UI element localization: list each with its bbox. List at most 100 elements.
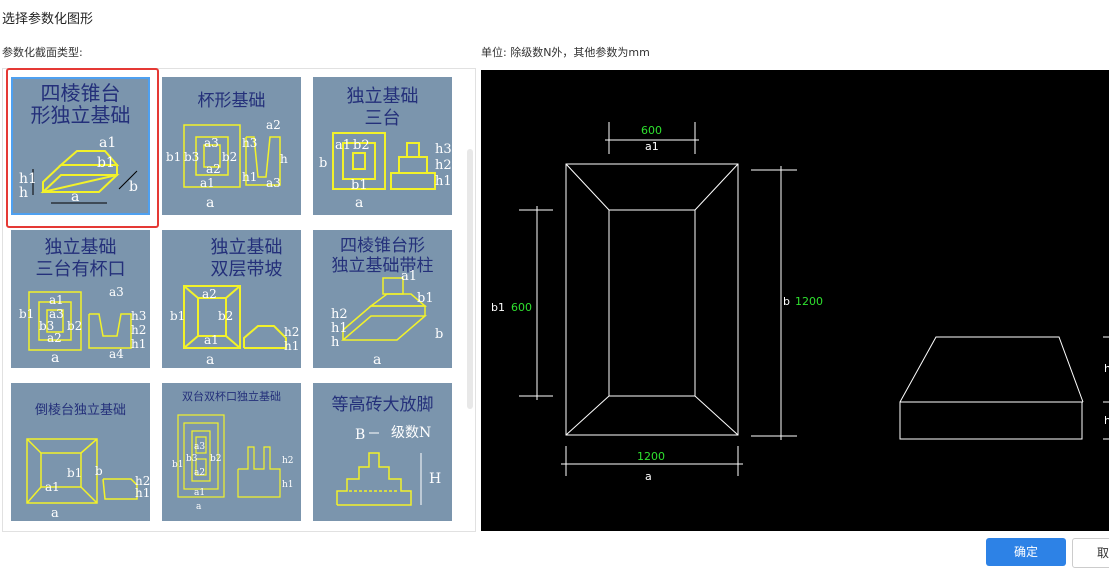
tile-inverted-frustum-foundation[interactable]: 倒棱台独立基础 b1 b h2 h1 a1 a — [11, 383, 150, 521]
tile-subtitle: 独立基础带柱 — [331, 256, 434, 276]
tile-label: h1 — [282, 480, 294, 490]
frustum-column-diagram: a1 b1 h2 h1 h b a — [331, 269, 443, 368]
tile-label: h3 — [242, 136, 257, 150]
tile-label: a1 — [194, 488, 205, 498]
dialog-title: 选择参数化图形 — [2, 12, 94, 27]
three-step-diagram: a1 b2 h3 h2 h1 b1 b a — [319, 132, 452, 211]
tile-frustum-with-column[interactable]: 四棱锥台形 独立基础带柱 a1 b1 h2 h1 h b a — [313, 230, 452, 368]
tile-label: a — [51, 350, 59, 366]
tile-subtitle: 形独立基础 — [30, 103, 131, 127]
tile-title: 四棱锥台 — [40, 81, 121, 105]
tile-title: 双台双杯口独立基础 — [182, 390, 281, 403]
tile-title: 四棱锥台形 — [340, 236, 425, 256]
dim-b-name: b — [783, 295, 790, 308]
tile-label: a — [206, 195, 214, 211]
dim-a-value: 1200 — [637, 450, 665, 463]
tile-label: a — [196, 502, 202, 512]
tile-label: h2 — [435, 158, 452, 173]
tile-label: h2 — [284, 325, 299, 339]
tile-label: b — [435, 327, 443, 342]
unit-label: 单位: 除级数N外，其他参数为mm — [481, 46, 650, 59]
tile-label: a4 — [109, 347, 124, 361]
tile-label: h — [331, 335, 340, 350]
tile-label: b2 — [353, 138, 370, 153]
tile-label: b1 — [67, 466, 82, 480]
tile-label: b2 — [67, 319, 82, 333]
tile-label: a2 — [47, 331, 62, 345]
three-step-cup-diagram: a1 a3 b1 a3 b3 b2 a2 h3 h2 h1 a a4 — [19, 285, 146, 366]
tile-label: 级数N — [391, 425, 431, 441]
tile-three-step-cup-foundation[interactable]: 独立基础 三台有杯口 a1 a3 b1 a3 b3 b2 a2 h3 h2 h1… — [11, 230, 150, 368]
inverted-frustum-diagram: b1 b h2 h1 a1 a — [26, 438, 150, 521]
tile-label: b2 — [218, 309, 233, 323]
tile-label: h1 — [435, 174, 452, 189]
tile-label: a2 — [202, 287, 217, 301]
double-slope-diagram: a2 b1 b2 h2 h1 a1 a — [170, 285, 299, 368]
tile-label: b — [129, 179, 138, 195]
tile-label: h3 — [435, 142, 452, 157]
tile-title: 独立基础 — [210, 237, 283, 258]
dim-b1-name: b1 — [491, 301, 505, 314]
tile-label: b1 — [97, 155, 115, 171]
preview-canvas: 600 a1 b1 600 b 1200 1200 a h1 h — [481, 70, 1109, 531]
tile-frustum-foundation[interactable]: 四棱锥台 形独立基础 a1 b1 h1 h b a — [11, 77, 150, 215]
tile-label: h1 — [131, 337, 146, 351]
tile-label: h — [19, 185, 28, 201]
frustum-foundation-diagram: a1 b1 h1 h b a — [19, 135, 138, 205]
tile-label: a — [71, 189, 79, 205]
tile-label: h1 — [284, 339, 299, 353]
section-type-label: 参数化截面类型: — [2, 46, 83, 59]
tile-label: b1 — [19, 307, 34, 321]
tile-title: 等高砖大放脚 — [331, 395, 434, 415]
tile-label: b2 — [222, 150, 237, 164]
gallery-scrollbar[interactable] — [467, 149, 473, 409]
tile-label: a3 — [49, 307, 64, 321]
tile-three-step-foundation[interactable]: 独立基础 三台 a1 b2 h3 h2 h1 b1 b a — [313, 77, 452, 215]
tile-label: b3 — [184, 150, 199, 164]
dim-h1-name: h1 — [1104, 362, 1109, 375]
tile-title: 杯形基础 — [197, 91, 266, 111]
dim-a1-name: a1 — [645, 140, 659, 153]
shape-gallery: 四棱锥台 形独立基础 a1 b1 h1 h b a 杯形基础 — [2, 68, 476, 532]
tile-cup-foundation[interactable]: 杯形基础 a3 a2 h3 b1 b3 b2 h a1 a3 h1 a2 a — [162, 77, 301, 215]
tile-label: h2 — [135, 474, 150, 488]
tile-label: b1 — [351, 178, 368, 193]
tile-label: a1 — [335, 138, 351, 153]
tile-label: B — [355, 427, 365, 443]
tile-label: h1 — [19, 171, 37, 187]
tile-label: a3 — [204, 136, 219, 150]
brick-footing-diagram: B 级数N H — [336, 425, 441, 506]
tile-subtitle: 三台有杯口 — [35, 259, 126, 280]
tile-subtitle: 双层带坡 — [210, 259, 283, 280]
tile-label: H — [429, 471, 441, 487]
tile-label: a3 — [194, 442, 205, 452]
dim-b1-value: 600 — [511, 301, 532, 314]
tile-label: a2 — [206, 162, 221, 176]
tile-title: 倒棱台独立基础 — [34, 403, 126, 418]
tile-label: a1 — [200, 176, 215, 190]
tile-label: b2 — [210, 454, 222, 464]
tile-brick-footing[interactable]: 等高砖大放脚 B 级数N H — [313, 383, 452, 521]
tile-label: a1 — [45, 480, 60, 494]
tile-label: b3 — [39, 319, 54, 333]
tile-double-cup-foundation[interactable]: 双台双杯口独立基础 a3 b3 b2 a2 b1 a1 a h1 h2 — [162, 383, 301, 521]
tile-label: b1 — [170, 309, 185, 323]
dim-a-name: a — [645, 470, 652, 483]
tile-label: a1 — [49, 293, 64, 307]
tile-label: b — [319, 156, 327, 171]
tile-label: h1 — [135, 486, 150, 500]
tile-label: h2 — [282, 456, 294, 466]
tile-label: h2 — [131, 323, 146, 337]
tile-double-slope-foundation[interactable]: 独立基础 双层带坡 a2 b1 b2 h2 h1 a1 a — [162, 230, 301, 368]
cancel-button[interactable]: 取 — [1072, 538, 1109, 568]
tile-title: 独立基础 — [346, 86, 419, 107]
tile-label: a — [355, 195, 363, 211]
tile-label: a — [373, 352, 381, 368]
tile-label: a1 — [401, 269, 417, 284]
ok-button[interactable]: 确定 — [986, 538, 1066, 566]
tile-label: a — [206, 352, 214, 368]
tile-label: h2 — [331, 307, 348, 322]
tile-label: b1 — [166, 150, 181, 164]
tile-label: h — [280, 152, 288, 166]
tile-label: b1 — [417, 291, 434, 306]
